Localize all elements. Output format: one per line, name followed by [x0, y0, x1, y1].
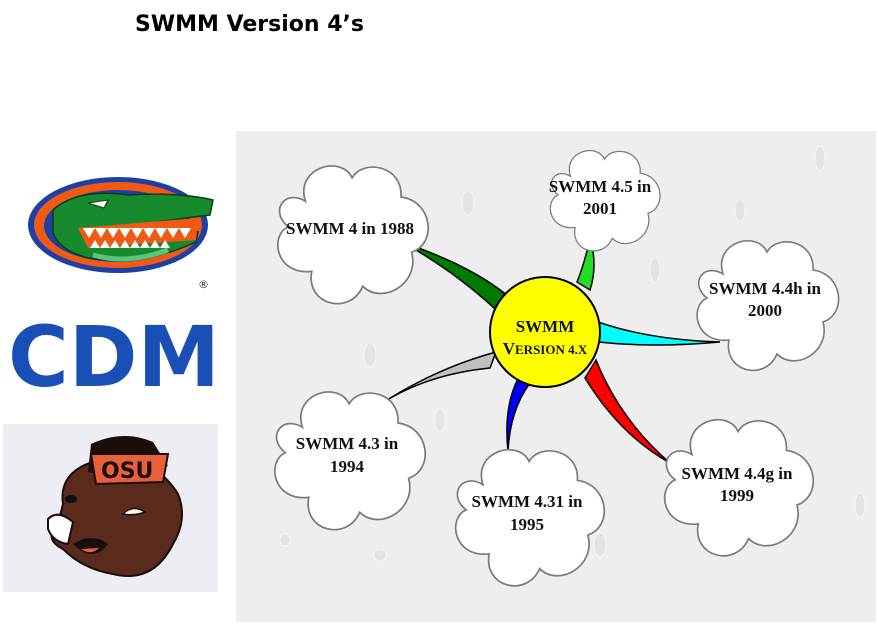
hub-circle	[489, 276, 601, 388]
node-label-v431-line2: 1995	[510, 515, 544, 534]
gator-logo: ®	[18, 170, 218, 295]
cdm-logo-icon: CDM	[8, 308, 220, 406]
svg-text:OSU: OSU	[101, 459, 153, 484]
node-label-v45-line1: SWMM 4.5 in	[549, 177, 652, 196]
page-title: SWMM Version 4’s	[135, 12, 364, 37]
node-label-v43-line1: SWMM 4.3 in	[296, 434, 399, 453]
node-label-v45-line2: 2001	[583, 199, 617, 218]
svg-text:CDM: CDM	[8, 322, 220, 390]
node-label-v44g-line2: 1999	[720, 486, 754, 505]
hub-label-line1: SWMM	[516, 317, 575, 336]
node-label-v44g-line1: SWMM 4.4g in	[682, 464, 794, 483]
spoke-v44g	[584, 358, 671, 464]
node-label-v431-line1: SWMM 4.31 in	[472, 492, 584, 511]
gator-logo-icon: ®	[28, 177, 214, 291]
node-label-v43-line2: 1994	[330, 457, 365, 476]
hub-label-line2: VERSION 4.X	[503, 339, 588, 358]
cdm-logo: CDM	[8, 308, 222, 406]
spoke-v43	[371, 350, 498, 411]
svg-text:®: ®	[198, 278, 209, 291]
beaver-logo-icon: OSU	[47, 435, 183, 577]
node-label-v44h-line2: 2000	[748, 301, 782, 320]
spoke-v4	[403, 242, 510, 310]
osu-beaver-logo: OSU	[3, 424, 218, 592]
node-label-v44h-line1: SWMM 4.4h in	[709, 279, 821, 298]
spoke-v431	[506, 373, 532, 452]
node-label-v4: SWMM 4 in 1988	[286, 219, 414, 238]
